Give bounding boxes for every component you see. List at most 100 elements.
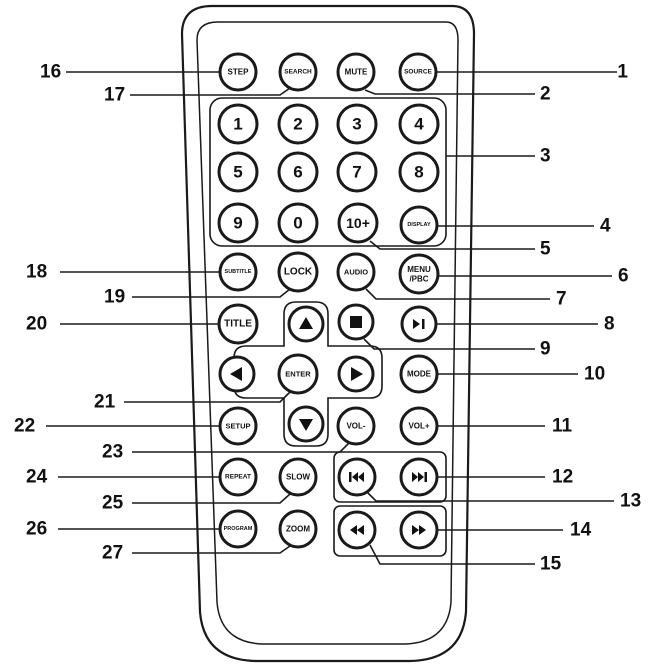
callout-numbers: 1234567891011121314151617181920212223242…	[14, 62, 641, 575]
callout-number-12: 12	[552, 467, 573, 488]
button-volup-label: VOL+	[408, 422, 429, 431]
button-num2[interactable]: 2	[277, 103, 319, 145]
seek-buttons-frame	[333, 505, 447, 557]
button-enter-ring	[277, 353, 319, 395]
button-voldown-ring	[336, 406, 376, 446]
callout-number-9: 9	[540, 339, 551, 360]
button-num8[interactable]: 8	[398, 151, 440, 193]
button-voldown[interactable]: VOL-	[336, 406, 376, 446]
button-mute-ring	[336, 52, 376, 92]
button-up[interactable]	[287, 305, 325, 343]
button-mute-label: MUTE	[345, 68, 368, 77]
callout-number-8: 8	[604, 314, 615, 335]
button-search-label: SEARCH	[284, 69, 312, 76]
button-num10plus[interactable]: 10+	[337, 202, 379, 244]
button-num4-label: 4	[414, 115, 424, 134]
button-down[interactable]	[287, 405, 325, 443]
button-zoom[interactable]: ZOOM	[278, 509, 318, 549]
button-slow-ring	[278, 457, 318, 497]
button-num5-label: 5	[233, 163, 242, 182]
button-num7-label: 7	[352, 163, 361, 182]
button-num4[interactable]: 4	[398, 103, 440, 145]
button-num6-label: 6	[293, 163, 302, 182]
button-search-ring	[278, 52, 318, 92]
button-title-label: TITLE	[224, 319, 252, 330]
button-source[interactable]: SOURCE	[398, 52, 438, 92]
button-lock-ring	[277, 251, 319, 293]
button-num9-label: 9	[233, 214, 242, 233]
button-zoom-label: ZOOM	[286, 525, 310, 534]
button-enter[interactable]: ENTER	[277, 353, 319, 395]
button-forward[interactable]	[399, 510, 439, 550]
button-num5-ring	[217, 151, 259, 193]
button-num0[interactable]: 0	[277, 202, 319, 244]
triangle-down-icon	[299, 419, 313, 431]
button-playpause[interactable]	[400, 305, 438, 343]
button-num3[interactable]: 3	[336, 103, 378, 145]
callout-number-27: 27	[102, 543, 123, 564]
button-num8-ring	[398, 151, 440, 193]
button-left[interactable]	[218, 355, 256, 393]
triangle-left-icon	[230, 367, 242, 381]
callout-leader-2	[364, 89, 535, 95]
callout-leader-17	[130, 87, 291, 96]
button-volup[interactable]: VOL+	[399, 406, 439, 446]
button-right[interactable]	[337, 355, 375, 393]
remote-buttons: STEP SEARCH MUTE SOURCE 1 2 3 4 5 6 7 8 9 0 10+ DISPLAY…	[217, 52, 440, 550]
callout-number-22: 22	[14, 416, 35, 437]
button-mode-label: MODE	[407, 370, 432, 379]
button-title-ring	[217, 303, 259, 345]
callout-number-21: 21	[94, 392, 116, 413]
callout-number-16: 16	[40, 62, 61, 83]
button-repeat-label: REPEAT	[225, 474, 251, 481]
button-title[interactable]: TITLE	[217, 303, 259, 345]
remote-body-inner	[196, 21, 459, 645]
button-step-label: STEP	[228, 68, 250, 77]
button-num1[interactable]: 1	[217, 103, 259, 145]
button-lock[interactable]: LOCK	[277, 251, 319, 293]
button-num10plus-ring	[337, 202, 379, 244]
button-num2-label: 2	[293, 115, 302, 134]
button-program[interactable]: PROGRAM	[218, 509, 258, 549]
fast-forward-icon	[412, 525, 426, 535]
button-num9[interactable]: 9	[217, 202, 259, 244]
button-num3-ring	[336, 103, 378, 145]
button-num6[interactable]: 6	[277, 151, 319, 193]
callout-number-13: 13	[620, 491, 641, 512]
button-num2-ring	[277, 103, 319, 145]
callout-number-25: 25	[102, 493, 124, 514]
callout-leader-21	[124, 391, 291, 403]
button-audio[interactable]: AUDIO	[336, 252, 376, 292]
button-num7[interactable]: 7	[336, 151, 378, 193]
button-repeat[interactable]: REPEAT	[218, 457, 258, 497]
callout-leader-13	[365, 490, 614, 502]
button-mute[interactable]: MUTE	[336, 52, 376, 92]
button-step[interactable]: STEP	[218, 52, 258, 92]
button-display-ring	[399, 205, 439, 245]
button-num0-label: 0	[293, 214, 302, 233]
callout-leader-15	[369, 544, 535, 565]
button-prev[interactable]	[337, 457, 377, 497]
button-menu[interactable]: MENU/PBC	[398, 253, 440, 295]
button-mode[interactable]: MODE	[399, 354, 439, 394]
button-num5[interactable]: 5	[217, 151, 259, 193]
triangle-up-icon	[299, 317, 313, 329]
button-subtitle[interactable]: SUBTITLE	[218, 252, 258, 292]
button-next[interactable]	[399, 457, 439, 497]
skip-previous-icon	[349, 472, 364, 482]
button-voldown-label: VOL-	[346, 422, 365, 431]
button-slow[interactable]: SLOW	[278, 457, 318, 497]
callout-leader-25	[132, 493, 291, 504]
button-rewind[interactable]	[337, 510, 377, 550]
callout-number-19: 19	[104, 287, 125, 308]
button-setup[interactable]: SETUP	[218, 406, 258, 446]
callout-number-2: 2	[540, 84, 551, 105]
button-stop[interactable]	[337, 303, 375, 341]
button-search[interactable]: SEARCH	[278, 52, 318, 92]
button-audio-label: AUDIO	[344, 268, 368, 277]
button-display[interactable]: DISPLAY	[399, 205, 439, 245]
button-program-ring	[218, 509, 258, 549]
callout-leader-5	[369, 240, 535, 250]
button-num1-label: 1	[233, 115, 242, 134]
